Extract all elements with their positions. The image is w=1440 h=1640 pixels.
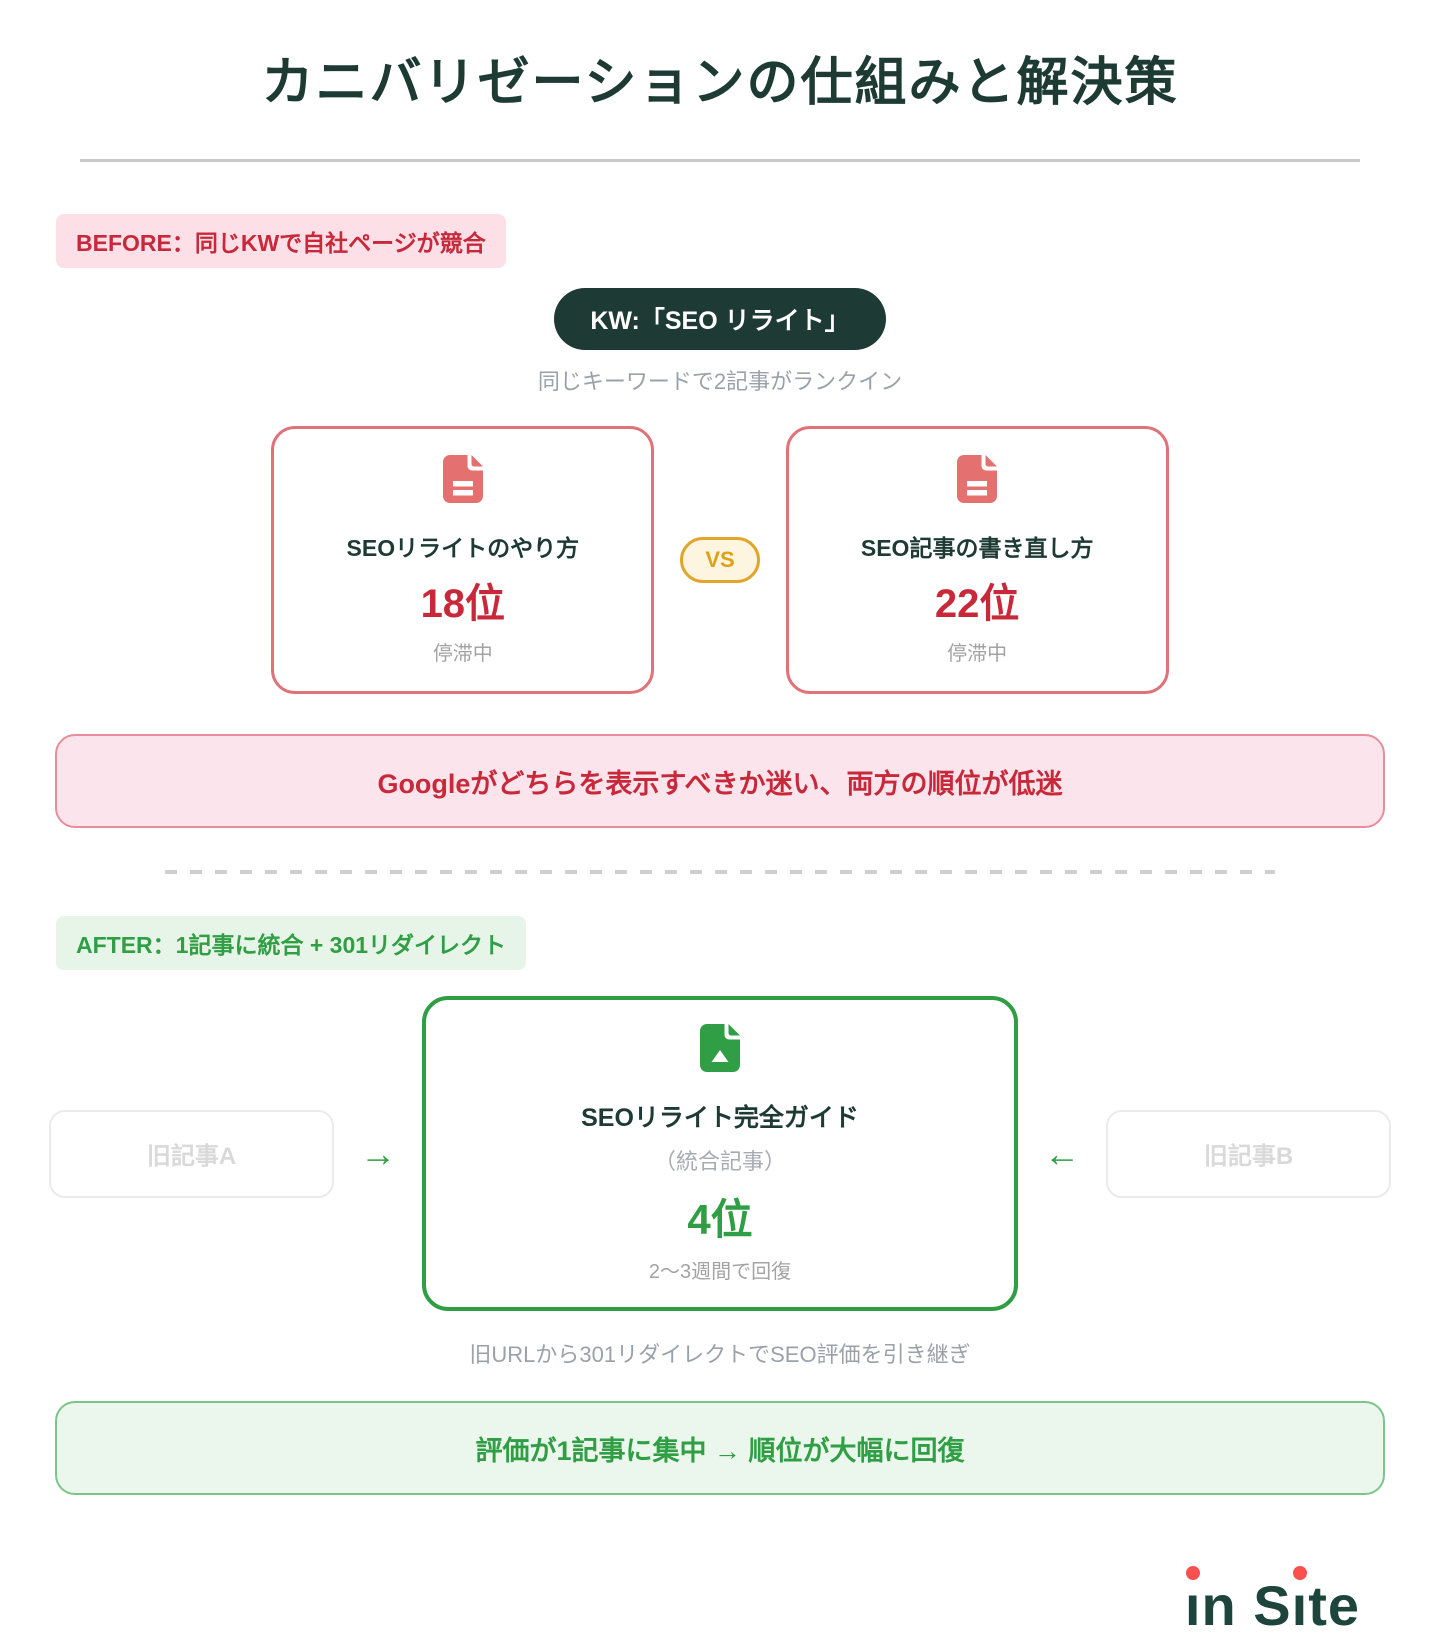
arrow-right-icon: →: [360, 1132, 396, 1174]
competing-articles-row: SEOリライトのやり方 18位 停滞中 VS SEO記事の書き直し方 22位 停…: [0, 426, 1440, 694]
page-title: カニバリゼーションの仕組みと解決策: [261, 54, 1179, 112]
merged-article-status: 2〜3週間で回復: [648, 1260, 792, 1283]
after-section-badge: AFTER：1記事に統合 + 301リダイレクト: [56, 916, 527, 970]
keyword-caption: 同じキーワードで2記事がランクイン: [537, 369, 903, 394]
cannibalization-warning-banner: Googleがどちらを表示すべきか迷い、両方の順位が低迷: [55, 734, 1385, 828]
old-article-b-card: 旧記事B: [1106, 1109, 1391, 1198]
document-icon: [957, 454, 998, 503]
section-divider: [165, 870, 1275, 874]
redirect-caption: 旧URLから301リダイレクトでSEO評価を引き継ぎ: [469, 1342, 971, 1367]
document-icon: [442, 454, 483, 503]
vs-badge: VS: [680, 537, 760, 583]
article-rank: 18位: [420, 581, 506, 626]
old-article-a-card: 旧記事A: [49, 1109, 334, 1198]
article-status: 停滞中: [432, 642, 493, 665]
merged-article-rank: 4位: [687, 1195, 753, 1243]
article-title: SEOリライトのやり方: [346, 534, 580, 561]
merged-document-icon: [700, 1023, 740, 1072]
keyword-pill-row: KW:「SEO リライト」: [0, 288, 1440, 350]
article-status: 停滞中: [947, 642, 1008, 665]
article-rank: 22位: [934, 581, 1020, 626]
keyword-pill: KW:「SEO リライト」: [554, 288, 886, 350]
merged-article-card: SEOリライト完全ガイド （統合記事） 4位 2〜3週間で回復: [422, 996, 1018, 1311]
merged-article-title: SEOリライト完全ガイド: [581, 1103, 859, 1132]
recovery-banner: 評価が1記事に集中 → 順位が大幅に回復: [55, 1401, 1385, 1495]
title-divider: [80, 159, 1360, 162]
footer: ın Sıte: [0, 1495, 1440, 1638]
article-card-a: SEOリライトのやり方 18位 停滞中: [271, 426, 655, 694]
insite-logo: ın Sıte: [1184, 1574, 1360, 1637]
article-title: SEO記事の書き直し方: [860, 534, 1094, 561]
before-section-badge: BEFORE：同じKWで自社ページが競合: [56, 214, 506, 268]
merged-article-subtitle: （統合記事）: [653, 1148, 786, 1174]
merge-flow-row: 旧記事A → SEOリライト完全ガイド （統合記事） 4位 2〜3週間で回復 ←…: [0, 996, 1440, 1311]
arrow-left-icon: ←: [1044, 1132, 1080, 1174]
article-card-b: SEO記事の書き直し方 22位 停滞中: [785, 426, 1169, 694]
